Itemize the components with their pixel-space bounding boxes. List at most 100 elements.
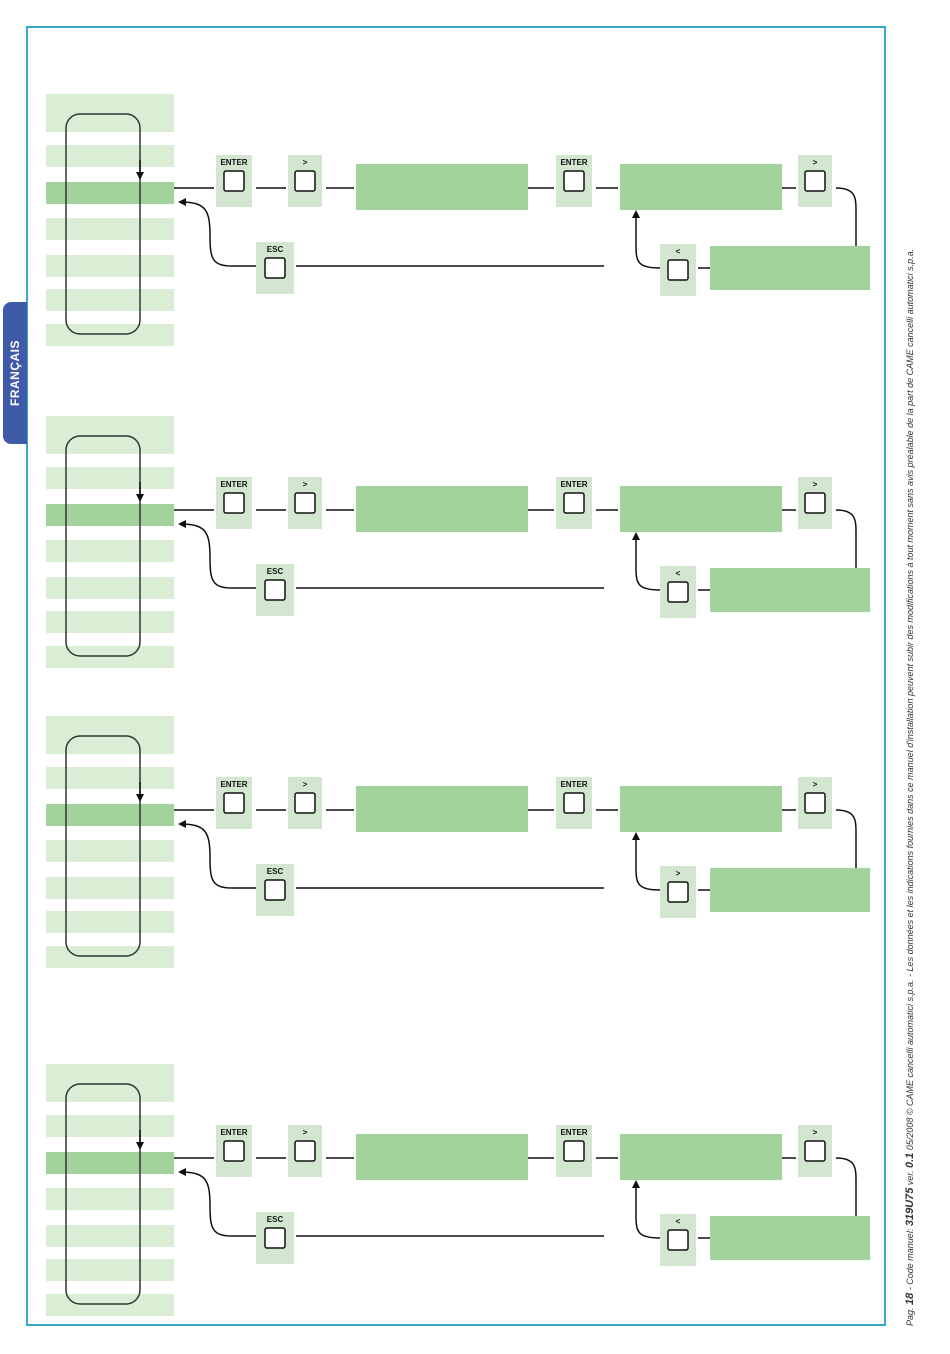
next-key-2-label: > bbox=[813, 780, 818, 789]
esc-key-button bbox=[264, 1227, 286, 1249]
menu-row bbox=[46, 716, 174, 754]
esc-key: ESC bbox=[256, 242, 294, 294]
menu-diagram-2: ENTER>ENTER><ESC bbox=[46, 416, 870, 668]
menu-row-selected bbox=[46, 504, 174, 526]
enter-key-2: ENTER bbox=[556, 477, 592, 529]
menu-row bbox=[46, 577, 174, 599]
next-key-label: > bbox=[303, 158, 308, 167]
display-panel-3 bbox=[710, 868, 870, 912]
display-panel-2 bbox=[620, 1134, 782, 1180]
esc-key: ESC bbox=[256, 1212, 294, 1264]
next-key-2-label: > bbox=[813, 1128, 818, 1137]
footer-manual-label: - Code manuel: bbox=[905, 1226, 915, 1293]
footer-manual-code: 319U75 bbox=[904, 1187, 916, 1227]
flow-line bbox=[835, 187, 857, 246]
enter-key-2-button bbox=[563, 1140, 585, 1162]
flow-line bbox=[632, 832, 661, 891]
enter-key-label: ENTER bbox=[220, 1128, 247, 1137]
next-key-2-button bbox=[804, 170, 826, 192]
menu-row bbox=[46, 289, 174, 311]
menu-row bbox=[46, 1225, 174, 1247]
menu-row bbox=[46, 1259, 174, 1281]
back-key-label: < bbox=[676, 247, 681, 256]
menu-diagram-1: ENTER > ENTER > < ESC bbox=[46, 94, 870, 346]
page-footer: Pag. 18 - Code manuel: 319U75 ver. 0.1 0… bbox=[904, 249, 916, 1326]
display-panel-1 bbox=[356, 486, 528, 532]
next-key: > bbox=[288, 1125, 322, 1177]
menu-row bbox=[46, 611, 174, 633]
menu-row-selected bbox=[46, 1152, 174, 1174]
next-key-button bbox=[294, 1140, 316, 1162]
back-key-label: < bbox=[676, 1217, 681, 1226]
next-key-2-button bbox=[804, 492, 826, 514]
back-key-button bbox=[667, 1229, 689, 1251]
esc-key-button bbox=[264, 579, 286, 601]
scroll-loop bbox=[65, 1083, 141, 1305]
back-key: < bbox=[660, 1214, 696, 1266]
flow-line bbox=[632, 210, 661, 269]
scroll-loop bbox=[65, 435, 141, 657]
esc-key-button bbox=[264, 879, 286, 901]
flow-line bbox=[835, 509, 857, 568]
menu-row bbox=[46, 911, 174, 933]
footer-version: 0.1 bbox=[904, 1152, 916, 1168]
display-panel-2 bbox=[620, 164, 782, 210]
esc-key-label: ESC bbox=[267, 245, 284, 254]
display-panel-1 bbox=[356, 1134, 528, 1180]
enter-key-label: ENTER bbox=[220, 480, 247, 489]
back-key-button bbox=[667, 881, 689, 903]
esc-key-label: ESC bbox=[267, 567, 284, 576]
enter-key-2-button bbox=[563, 792, 585, 814]
menu-row bbox=[46, 1115, 174, 1137]
enter-key-button bbox=[223, 170, 245, 192]
menu-row bbox=[46, 946, 174, 968]
menu-row bbox=[46, 255, 174, 277]
enter-key-button bbox=[223, 492, 245, 514]
menu-row bbox=[46, 467, 174, 489]
enter-key: ENTER bbox=[216, 1125, 252, 1177]
menu-row bbox=[46, 840, 174, 862]
next-key-2-label: > bbox=[813, 480, 818, 489]
next-key-label: > bbox=[303, 1128, 308, 1137]
esc-key-label: ESC bbox=[267, 867, 284, 876]
menu-row bbox=[46, 646, 174, 668]
next-key-button bbox=[294, 792, 316, 814]
enter-key-2-label: ENTER bbox=[560, 1128, 587, 1137]
back-key: < bbox=[660, 244, 696, 296]
enter-key-label: ENTER bbox=[220, 158, 247, 167]
enter-key: ENTER bbox=[216, 477, 252, 529]
footer-prefix: Pag. bbox=[905, 1307, 915, 1326]
next-key-label: > bbox=[303, 780, 308, 789]
next-key-2: > bbox=[798, 1125, 832, 1177]
footer-ver-label: ver. bbox=[905, 1167, 915, 1188]
next-key-2: > bbox=[798, 155, 832, 207]
enter-key: ENTER bbox=[216, 155, 252, 207]
esc-key-button bbox=[264, 257, 286, 279]
next-key-button bbox=[294, 492, 316, 514]
menu-diagram-4: ENTER > ENTER > < ESC bbox=[46, 1064, 870, 1316]
enter-key-2: ENTER bbox=[556, 777, 592, 829]
menu-row bbox=[46, 145, 174, 167]
language-tab: FRANÇAIS bbox=[3, 302, 27, 444]
enter-key-2-button bbox=[563, 170, 585, 192]
back-key-label: > bbox=[676, 869, 681, 878]
menu-row-selected bbox=[46, 804, 174, 826]
flow-line bbox=[178, 198, 256, 267]
next-key-2: > bbox=[798, 777, 832, 829]
display-panel-3 bbox=[710, 1216, 870, 1260]
enter-key-button bbox=[223, 1140, 245, 1162]
next-key: > bbox=[288, 777, 322, 829]
page-frame bbox=[26, 26, 886, 1326]
back-key: > bbox=[660, 866, 696, 918]
menu-row bbox=[46, 416, 174, 454]
back-key-button bbox=[667, 259, 689, 281]
flow-line bbox=[178, 820, 256, 889]
next-key-2-label: > bbox=[813, 158, 818, 167]
esc-key: ESC bbox=[256, 564, 294, 616]
back-key: < bbox=[660, 566, 696, 618]
enter-key-2: ENTER bbox=[556, 155, 592, 207]
menu-row bbox=[46, 767, 174, 789]
next-key-2-button bbox=[804, 792, 826, 814]
flow-line bbox=[835, 1157, 857, 1216]
